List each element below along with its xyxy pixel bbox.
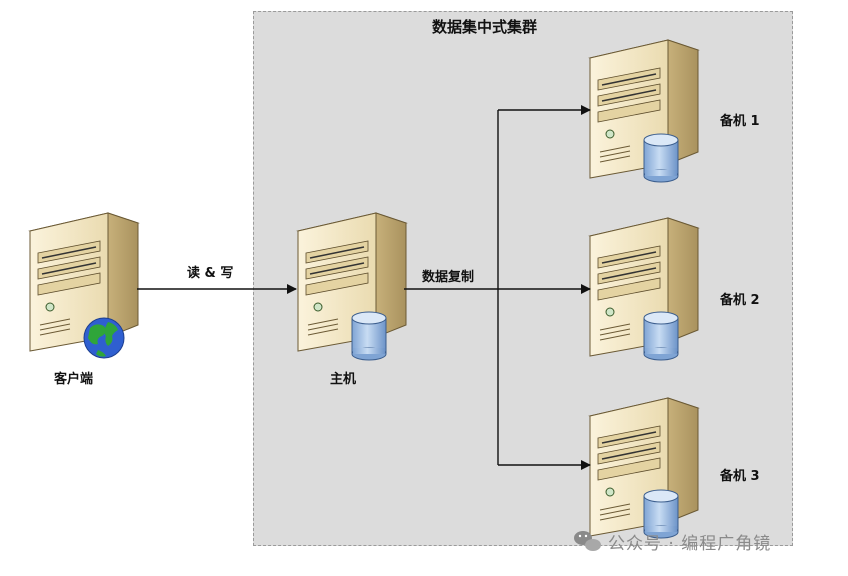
watermark-text: 公众号 · 编程广角镜 [608,533,772,554]
standby2-database-icon [643,311,679,361]
replication-label: 数据复制 [422,270,475,285]
cluster-title: 数据集中式集群 [432,18,538,36]
client-label: 客户端 [54,372,94,387]
wechat-icon [574,531,601,551]
standby1-label: 备机 1 [720,114,760,129]
watermark: 公众号 · 编程广角镜 [572,528,771,554]
standby2-label: 备机 2 [720,293,760,308]
standby3-label: 备机 3 [720,469,760,484]
replication-arrows [404,105,591,470]
read-write-label: 读 & 写 [187,266,234,281]
globe-icon [83,317,125,359]
master-database-icon [351,311,387,361]
standby1-database-icon [643,133,679,183]
master-label: 主机 [330,372,357,387]
